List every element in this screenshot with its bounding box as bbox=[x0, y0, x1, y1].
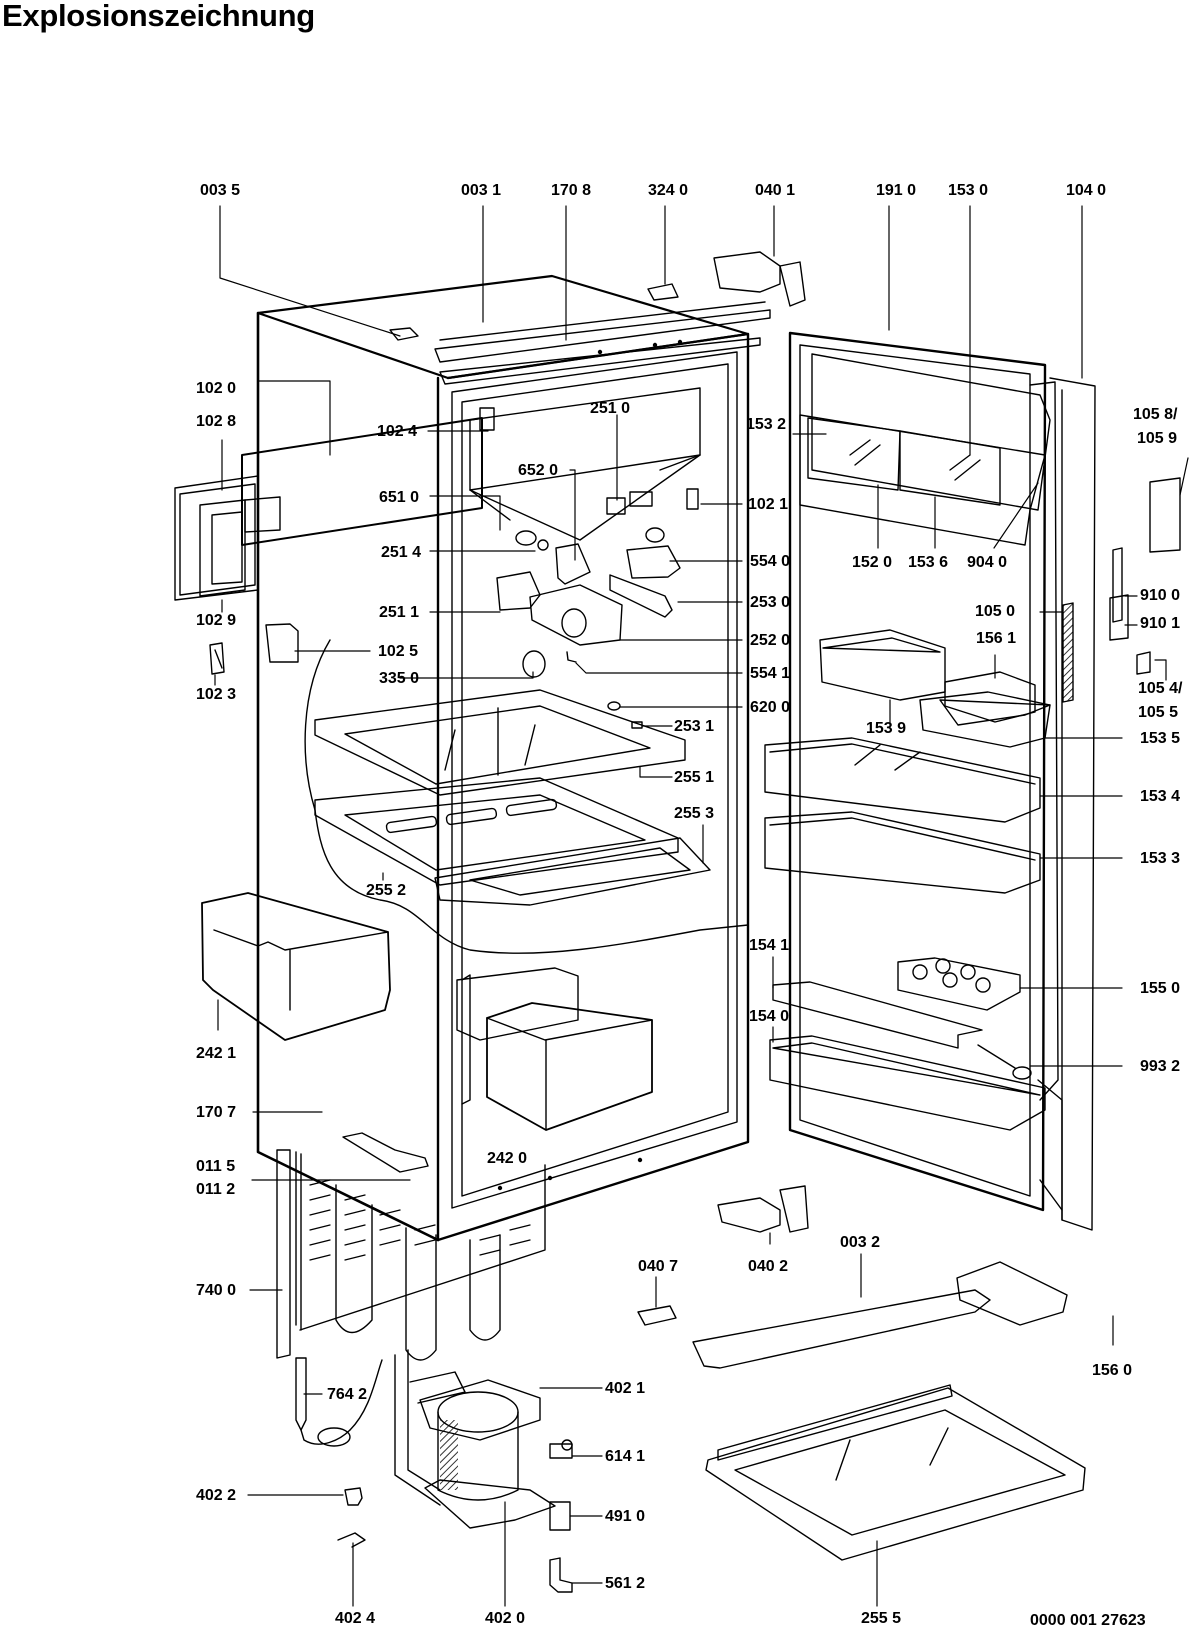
part-label-910-1: 910 1 bbox=[1140, 615, 1181, 632]
part-label-620-0: 620 0 bbox=[750, 699, 791, 716]
part-label-155-0: 155 0 bbox=[1140, 980, 1181, 997]
leader-lines bbox=[215, 206, 1188, 1606]
fridge-door bbox=[718, 333, 1180, 1232]
part-label-740-0: 740 0 bbox=[196, 1282, 237, 1299]
thermostat-controls bbox=[480, 408, 698, 728]
part-label-102-1: 102 1 bbox=[748, 496, 789, 513]
part-label-102-9: 102 9 bbox=[196, 612, 237, 629]
part-label-153-6: 153 6 bbox=[908, 554, 949, 571]
part-label-402-0: 402 0 bbox=[485, 1610, 526, 1627]
cabinet-body bbox=[258, 276, 748, 1240]
part-label-561-2: 561 2 bbox=[605, 1575, 646, 1592]
part-label-011-2: 011 2 bbox=[196, 1181, 236, 1198]
part-label-242-1: 242 1 bbox=[196, 1045, 237, 1062]
part-label-904-0: 904 0 bbox=[967, 554, 1008, 571]
part-label-003-2: 003 2 bbox=[840, 1234, 881, 1251]
part-label-191-0: 191 0 bbox=[876, 182, 917, 199]
part-label-011-5: 011 5 bbox=[196, 1158, 236, 1175]
top-rails bbox=[390, 252, 805, 384]
part-label-105-4: 105 4/ bbox=[1138, 680, 1183, 697]
part-label-105-8: 105 8/ bbox=[1133, 406, 1178, 423]
part-label-170-8: 170 8 bbox=[551, 182, 592, 199]
part-label-253-0: 253 0 bbox=[750, 594, 791, 611]
freezer-bins bbox=[202, 893, 652, 1130]
part-label-003-1: 003 1 bbox=[461, 182, 502, 199]
part-label-252-0: 252 0 bbox=[750, 632, 791, 649]
part-label-170-7: 170 7 bbox=[196, 1104, 237, 1121]
part-label-153-4: 153 4 bbox=[1140, 788, 1181, 805]
part-label-102-0: 102 0 bbox=[196, 380, 237, 397]
part-label-491-0: 491 0 bbox=[605, 1508, 646, 1525]
part-label-102-8: 102 8 bbox=[196, 413, 237, 430]
part-label-105-9: 105 9 bbox=[1137, 430, 1178, 447]
freezer-door bbox=[175, 418, 482, 674]
part-label-153-9: 153 9 bbox=[866, 720, 907, 737]
part-label-156-0: 156 0 bbox=[1092, 1362, 1133, 1379]
part-label-104-0: 104 0 bbox=[1066, 182, 1107, 199]
part-label-040-1: 040 1 bbox=[755, 182, 796, 199]
glass-shelves bbox=[315, 690, 710, 905]
part-label-040-7: 040 7 bbox=[638, 1258, 679, 1275]
loose-parts bbox=[638, 1262, 1085, 1560]
part-label-153-2: 153 2 bbox=[746, 416, 787, 433]
part-label-255-2: 255 2 bbox=[366, 882, 407, 899]
part-label-324-0: 324 0 bbox=[648, 182, 689, 199]
part-label-154-0: 154 0 bbox=[749, 1008, 790, 1025]
part-label-102-3: 102 3 bbox=[196, 686, 237, 703]
part-label-554-1: 554 1 bbox=[750, 665, 791, 682]
part-label-402-4: 402 4 bbox=[335, 1610, 376, 1627]
part-label-910-0: 910 0 bbox=[1140, 587, 1181, 604]
part-label-554-0: 554 0 bbox=[750, 553, 791, 570]
part-label-251-0: 251 0 bbox=[590, 400, 631, 417]
part-label-153-5: 153 5 bbox=[1140, 730, 1181, 747]
part-label-153-0: 153 0 bbox=[948, 182, 989, 199]
part-label-154-1: 154 1 bbox=[749, 937, 790, 954]
part-label-993-2: 993 2 bbox=[1140, 1058, 1181, 1075]
part-label-614-1: 614 1 bbox=[605, 1448, 646, 1465]
part-label-255-5: 255 5 bbox=[861, 1610, 902, 1627]
condenser-and-compressor bbox=[277, 1133, 572, 1592]
part-label-402-2: 402 2 bbox=[196, 1487, 237, 1504]
part-label-153-3: 153 3 bbox=[1140, 850, 1181, 867]
part-label-102-4: 102 4 bbox=[377, 423, 418, 440]
part-label-242-0: 242 0 bbox=[487, 1150, 528, 1167]
part-label-253-1: 253 1 bbox=[674, 718, 715, 735]
part-label-651-0: 651 0 bbox=[379, 489, 420, 506]
part-label-105-5: 105 5 bbox=[1138, 704, 1179, 721]
page-title: Explosionszeichnung bbox=[2, 0, 315, 33]
part-label-652-0: 652 0 bbox=[518, 462, 559, 479]
part-label-402-1: 402 1 bbox=[605, 1380, 646, 1397]
part-label-251-1: 251 1 bbox=[379, 604, 420, 621]
document-id: 0000 001 27623 bbox=[1030, 1612, 1146, 1629]
part-label-255-3: 255 3 bbox=[674, 805, 715, 822]
part-label-156-1: 156 1 bbox=[976, 630, 1017, 647]
part-label-003-5: 003 5 bbox=[200, 182, 241, 199]
part-label-255-1: 255 1 bbox=[674, 769, 715, 786]
part-label-040-2: 040 2 bbox=[748, 1258, 789, 1275]
part-label-251-4: 251 4 bbox=[381, 544, 422, 561]
part-label-152-0: 152 0 bbox=[852, 554, 893, 571]
part-label-102-5: 102 5 bbox=[378, 643, 419, 660]
part-label-764-2: 764 2 bbox=[327, 1386, 368, 1403]
part-label-335-0: 335 0 bbox=[379, 670, 420, 687]
part-label-105-0: 105 0 bbox=[975, 603, 1016, 620]
